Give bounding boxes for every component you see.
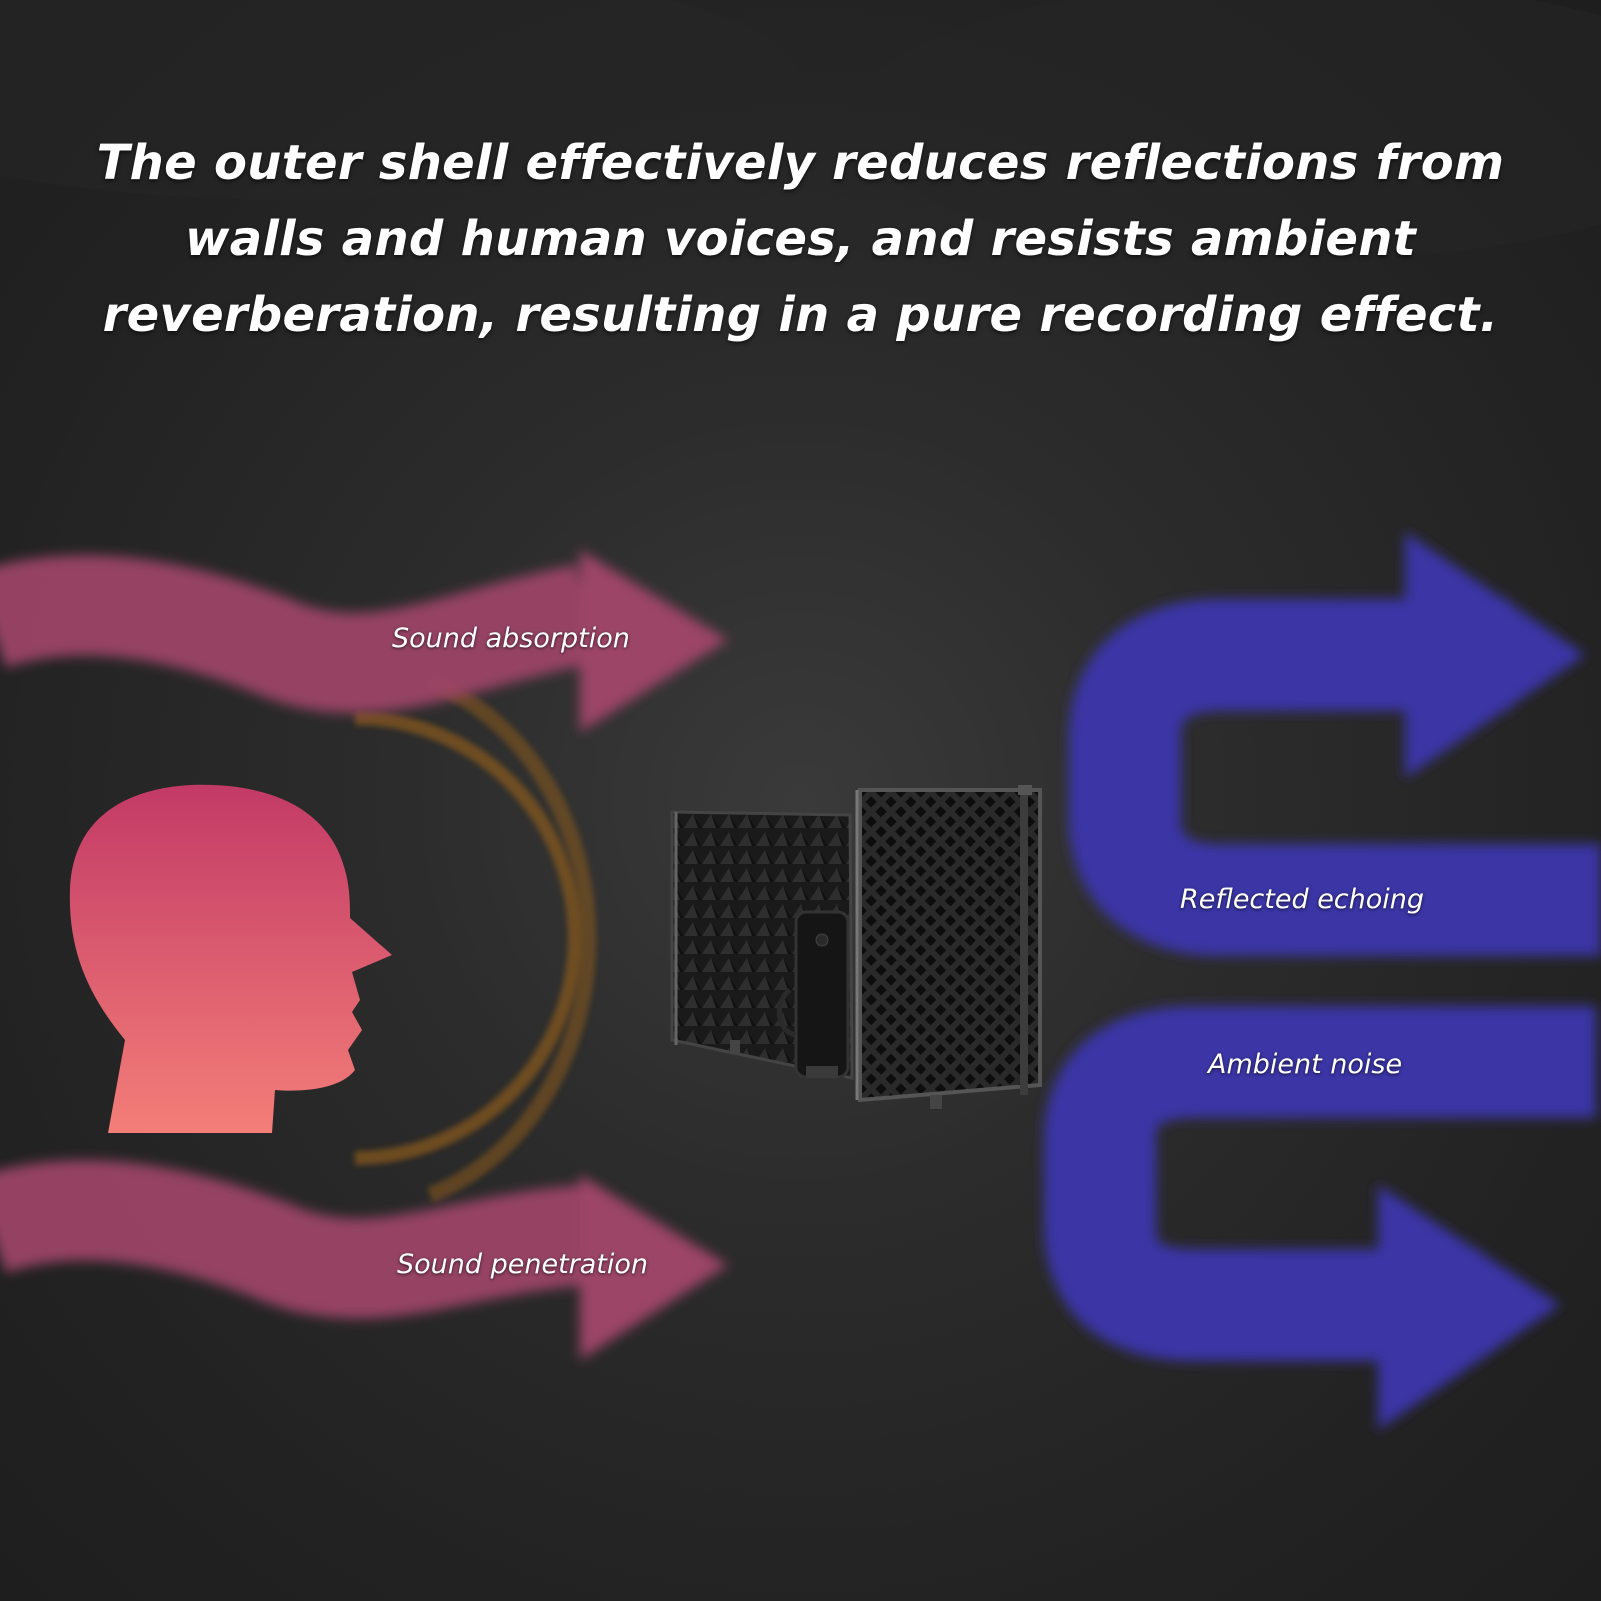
- label-ambient-noise: Ambient noise: [1208, 1049, 1403, 1080]
- sound-absorption-arrow: [0, 550, 728, 732]
- label-sound-penetration: Sound penetration: [397, 1249, 649, 1280]
- label-reflected-echoing: Reflected echoing: [1180, 884, 1425, 915]
- reflected-echoing-arrow: [1069, 532, 1601, 956]
- headline: The outer shell effectively reduces refl…: [96, 135, 1505, 343]
- sound-ring-outer: [427, 674, 597, 1203]
- sound-penetration-arrow: [0, 1160, 728, 1360]
- label-sound-absorption: Sound absorption: [392, 623, 630, 654]
- microphone-isolation-shield-icon: [670, 785, 1042, 1109]
- ambient-noise-arrow: [1044, 1006, 1596, 1430]
- head-silhouette-icon: [69, 784, 392, 1133]
- sound-ring-inner: [354, 711, 582, 1165]
- bg-blob: [0, 0, 800, 200]
- bg-blob: [850, 0, 1601, 260]
